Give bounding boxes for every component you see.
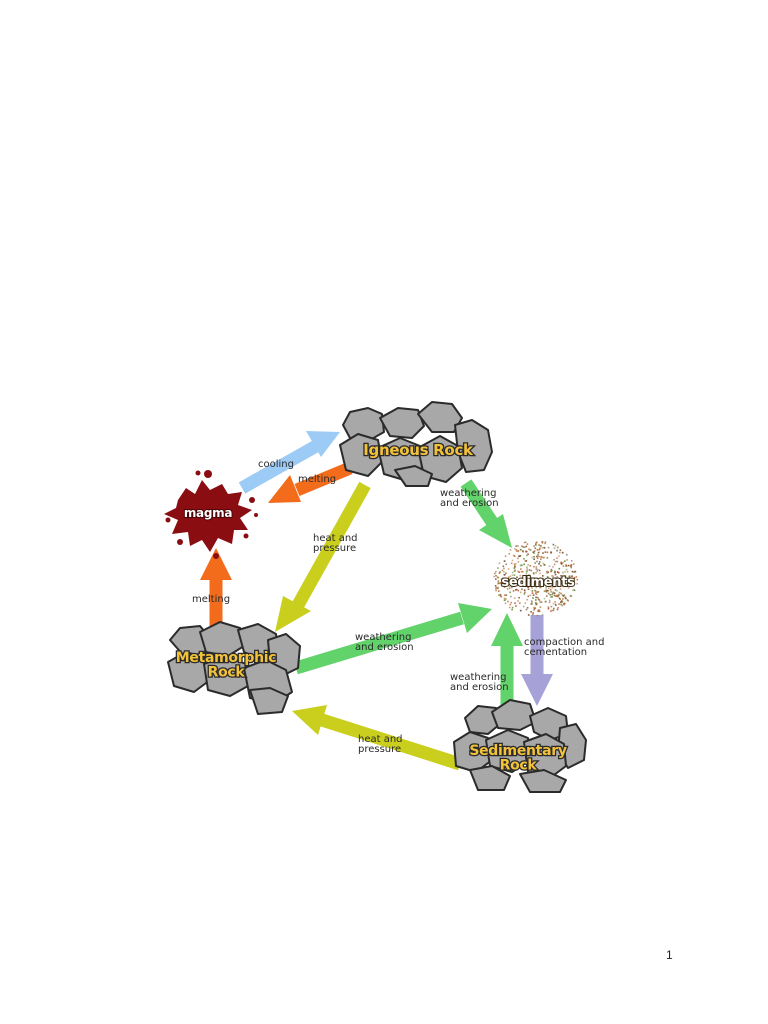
sedimentary-rock-node xyxy=(453,699,587,793)
page-number: 1 xyxy=(666,948,673,962)
igneous-rock-node xyxy=(339,401,493,487)
sediments-node xyxy=(493,541,579,617)
arrowhead-heat-pressure-sedimentary xyxy=(292,705,327,735)
label-melting-metamorphic: melting xyxy=(192,594,230,605)
igneous-rock-label: Igneous Rock xyxy=(363,441,474,459)
arrow-heat-pressure-igneous xyxy=(292,481,371,609)
metamorphic-rock-node xyxy=(167,621,301,715)
arrowhead-heat-pressure-igneous xyxy=(275,596,311,632)
magma-node xyxy=(164,470,258,559)
arrow-heat-pressure-sedimentary xyxy=(320,713,462,771)
arrow-weathering-igneous xyxy=(460,479,498,526)
arrow-melting-igneous xyxy=(294,461,353,497)
magma-label: magma xyxy=(184,506,232,520)
arrowhead-melting-igneous xyxy=(268,475,301,503)
arrow-weathering-metamorphic xyxy=(294,611,464,675)
arrowhead-weathering-sedimentary xyxy=(491,613,523,646)
arrowhead-compaction xyxy=(521,674,553,706)
arrowhead-cooling xyxy=(306,431,340,457)
arrowhead-weathering-igneous xyxy=(479,514,512,548)
arrowhead-weathering-metamorphic xyxy=(458,603,492,633)
arrow-cooling xyxy=(238,439,322,494)
label-melting-igneous: melting xyxy=(298,474,336,485)
label-cooling: cooling xyxy=(258,459,294,470)
sediments-label: sediments xyxy=(501,575,575,590)
arrowhead-melting-metamorphic xyxy=(200,548,232,580)
